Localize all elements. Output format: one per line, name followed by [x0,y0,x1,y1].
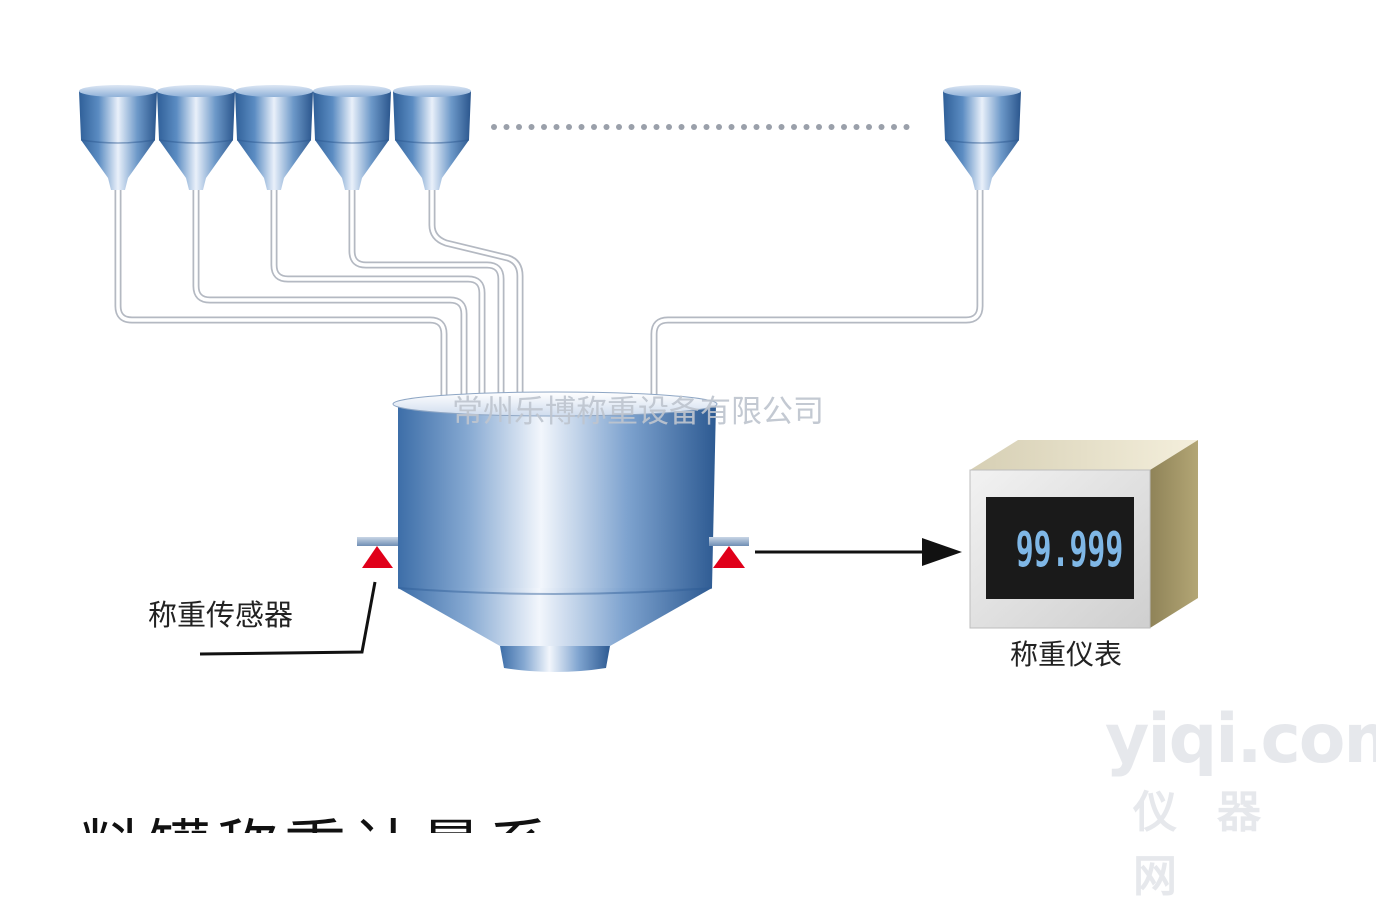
ellipsis-dot [728,124,735,130]
ellipsis-dot [691,124,697,130]
diagram-stage: 常州乐博称重设备有限公司 称重传感器 称重仪表 99.999 yiqi.com … [79,85,1376,902]
ellipsis-dot [753,124,760,130]
ellipsis-dot [903,124,910,130]
meter-display [986,497,1134,599]
weighing-meter [969,440,1198,629]
ellipsis-dot [828,124,835,130]
ellipsis-dot [778,124,785,130]
ellipsis-dot [641,124,647,130]
feed-hopper [79,85,157,190]
signal-arrow [755,538,962,566]
sensor-label: 称重传感器 [148,598,294,632]
ellipsis-dot [628,124,635,130]
ellipsis-dot [866,124,872,130]
ellipsis-dot [766,124,772,130]
ellipsis-dot [491,124,497,130]
ellipsis-dot [653,124,660,130]
feed-hopper [157,85,235,190]
ellipsis-dot [566,124,572,130]
company-watermark-text: 常州乐博称重设备有限公司 [452,394,824,430]
bottom-title-cropped: 料罐称重计量系统 [80,818,600,833]
ellipsis-dot [603,124,610,130]
weighing-system-diagram [79,85,1198,672]
site-watermark: yiqi.com 仪器网 [1105,700,1376,902]
watermark-en: yiqi.com [1105,700,1376,779]
feed-hoppers [79,85,1021,190]
load-cell-left [357,537,398,568]
feed-hopper [393,85,471,190]
ellipsis-dot [666,124,672,130]
feed-hopper [943,85,1021,190]
ellipsis-dot [591,124,597,130]
ellipsis-dot [716,124,722,130]
feed-hopper [313,85,391,190]
ellipsis-dot [528,124,535,130]
feed-pipes [114,186,984,402]
ellipsis-dot [816,124,822,130]
ellipsis-dot [578,124,585,130]
weighing-tank [392,391,718,672]
meter-label: 称重仪表 [1010,638,1123,671]
ellipsis-dot [853,124,860,130]
sensor-leader-line [199,581,377,656]
ellipsis-dot [891,124,897,130]
ellipsis-dot [516,124,522,130]
meter-reading: 99.999 [1015,522,1124,578]
ellipsis-dot [878,124,885,130]
ellipsis-dot [803,124,810,130]
ellipsis-dot [703,124,710,130]
ellipsis-dot [616,124,622,130]
ellipsis-dot [678,124,685,130]
ellipsis-dot [503,124,510,130]
feed-hopper [235,85,313,190]
ellipsis-dot [841,124,847,130]
load-cell-right [709,537,749,568]
bottom-title-text: 料罐称重计量系统 [80,818,600,833]
more-hoppers-ellipsis [491,124,910,130]
watermark-cn: 仪器网 [1133,787,1301,902]
ellipsis-dot [741,124,747,130]
ellipsis-dot [553,124,560,130]
ellipsis-dot [541,124,547,130]
ellipsis-dot [791,124,797,130]
